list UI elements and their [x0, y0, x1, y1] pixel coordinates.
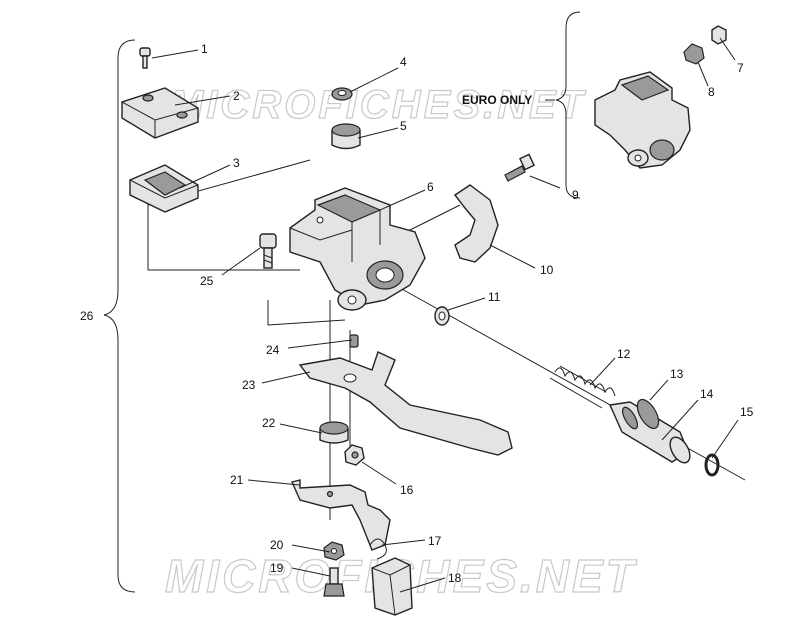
axis-lines — [329, 204, 746, 520]
callout-23: 23 — [242, 378, 256, 392]
part-13-14-piston — [608, 398, 691, 464]
euro-only-label: EURO ONLY — [462, 93, 532, 107]
part-25-bolt — [259, 233, 277, 269]
part-4-nut — [331, 87, 353, 101]
watermark-top: MICROFICHES.NET — [170, 83, 587, 127]
part-19-screw — [323, 567, 345, 597]
callout-3: 3 — [233, 156, 240, 170]
callout-2: 2 — [233, 89, 240, 103]
part-11-washer — [434, 306, 450, 326]
callout-21: 21 — [230, 473, 244, 487]
callout-16: 16 — [400, 483, 414, 497]
part-8-fitting — [683, 43, 705, 65]
part-7-plug — [711, 25, 727, 45]
callout-10: 10 — [540, 263, 554, 277]
part-15-ring — [704, 453, 720, 477]
leader-lines — [151, 37, 739, 593]
callout-20: 20 — [270, 538, 284, 552]
part-6-master-cylinder — [289, 187, 426, 311]
part-9-bolt — [504, 153, 535, 182]
callout-7: 7 — [737, 61, 744, 75]
part-18-switch — [371, 557, 413, 616]
callout-11: 11 — [488, 290, 501, 304]
callout-1: 1 — [201, 42, 208, 56]
callout-24: 24 — [266, 343, 280, 357]
part-23-lever — [298, 351, 513, 456]
euro-brace — [555, 11, 581, 199]
part-21-bracket — [291, 479, 391, 551]
part-12-spring — [549, 365, 616, 409]
part-2-cover — [121, 87, 199, 139]
part-1-screw — [139, 47, 151, 69]
callout-17: 17 — [428, 534, 442, 548]
callout-6: 6 — [427, 180, 434, 194]
part-22-spring — [319, 421, 349, 444]
callout-4: 4 — [400, 55, 407, 69]
part-3-diaphragm — [129, 164, 199, 213]
callout-25: 25 — [200, 274, 214, 288]
callout-13: 13 — [670, 367, 684, 381]
callout-14: 14 — [700, 387, 714, 401]
callout-18: 18 — [448, 571, 462, 585]
callout-5: 5 — [400, 119, 407, 133]
part-5-bushing — [331, 123, 361, 150]
callout-8: 8 — [708, 85, 715, 99]
part-10-clamp — [453, 184, 499, 263]
callout-26: 26 — [80, 309, 94, 323]
part-24-pin — [349, 334, 359, 348]
part-20-nut — [323, 541, 345, 561]
part-16-nut — [344, 444, 365, 466]
assembly-brace — [103, 39, 136, 593]
assembly-guide-lines — [147, 159, 346, 326]
callout-12: 12 — [617, 347, 631, 361]
part-euro-body — [594, 71, 691, 169]
callout-19: 19 — [270, 561, 284, 575]
callout-22: 22 — [262, 416, 276, 430]
callout-9: 9 — [572, 188, 579, 202]
callout-15: 15 — [740, 405, 754, 419]
